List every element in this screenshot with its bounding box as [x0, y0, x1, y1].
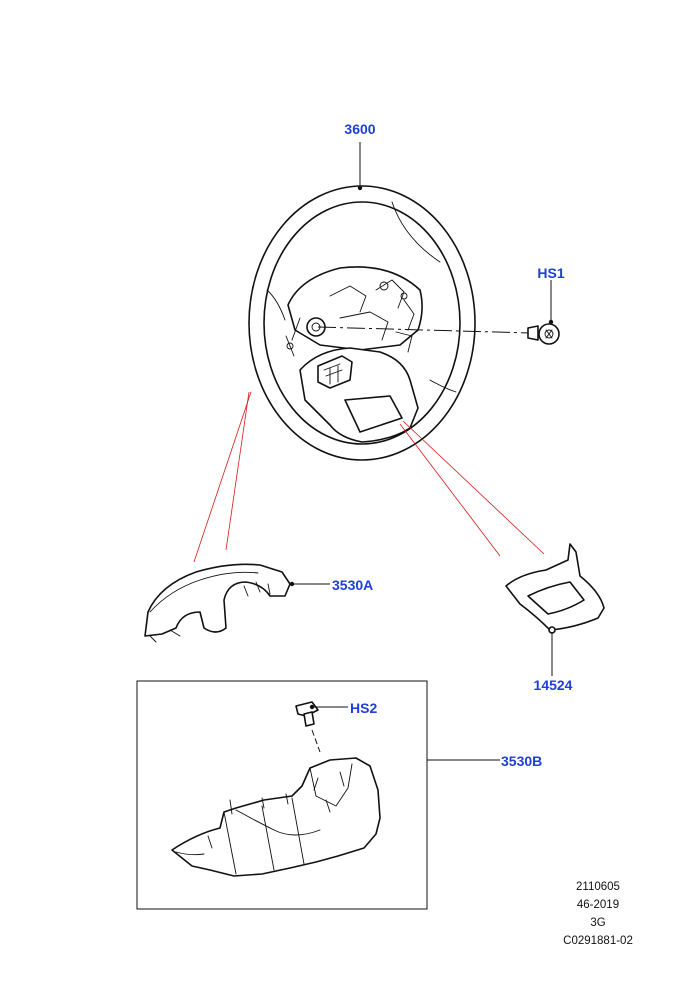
callout-3530a: 3530A [332, 577, 373, 593]
steering-wheel [248, 185, 476, 461]
lower-shroud [171, 757, 381, 877]
leader-lines [289, 142, 554, 761]
callout-14524: 14524 [534, 677, 573, 693]
bolt-hs1 [527, 323, 560, 345]
reference-line-2: 46-2019 [577, 899, 619, 911]
highlight-lines [193, 391, 545, 563]
reference-line-1: 2110605 [576, 881, 620, 893]
reference-line-3: 3G [590, 917, 605, 929]
trim-panel [505, 543, 605, 634]
upper-shroud [144, 563, 291, 643]
detail-frame [136, 680, 428, 910]
screw-hs2 [295, 701, 319, 727]
callout-3530b: 3530B [501, 753, 542, 769]
reference-line-4: C0291881-02 [563, 935, 633, 947]
callout-hs2: HS2 [350, 700, 377, 716]
callout-3600: 3600 [344, 121, 375, 137]
callout-hs1: HS1 [537, 265, 564, 281]
